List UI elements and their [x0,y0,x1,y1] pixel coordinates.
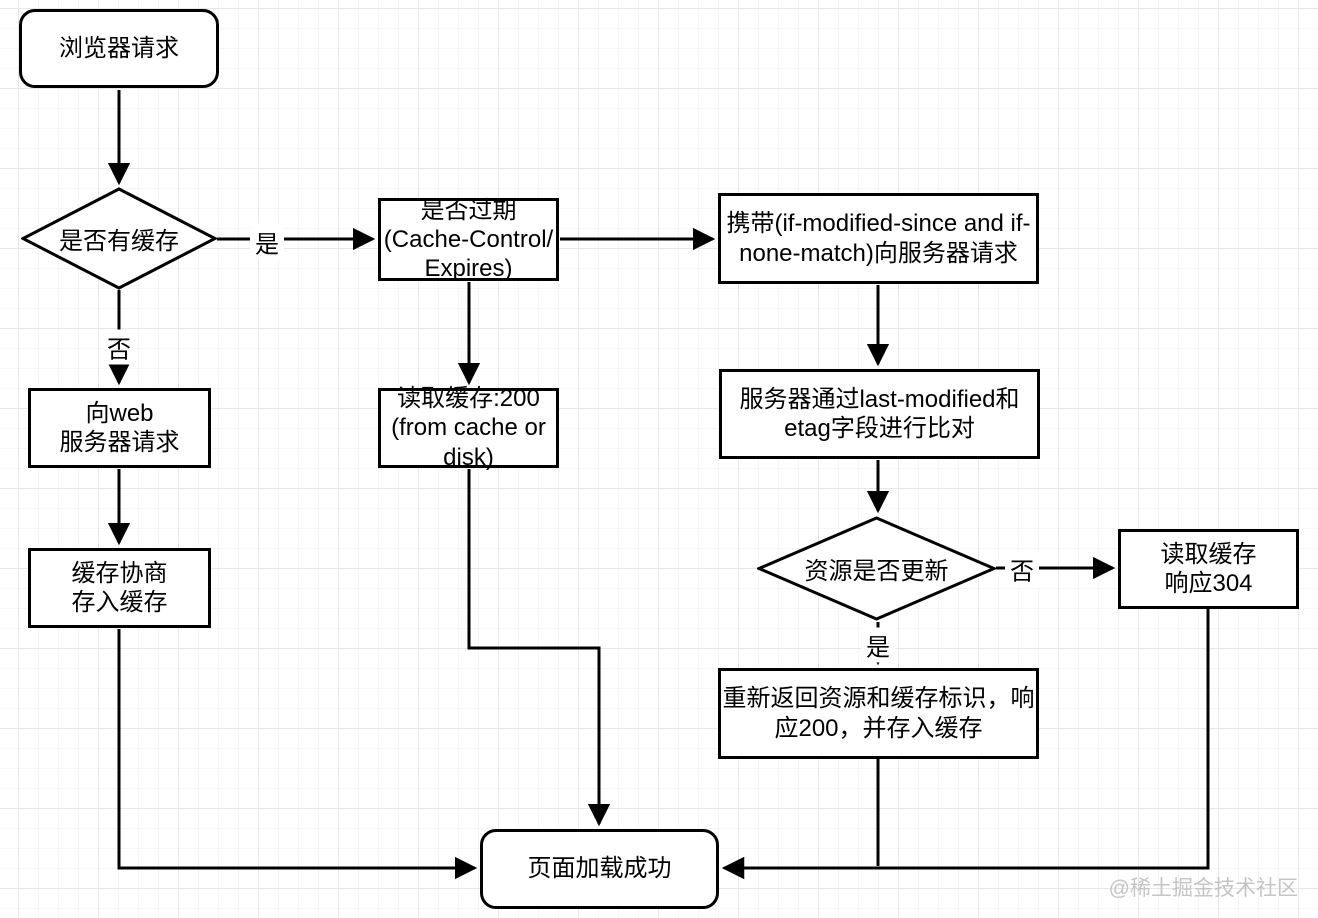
edge-label-yes-has-cache: 是 [250,224,284,260]
decision-has-cache-label: 是否有缓存 [59,228,179,255]
node-cache-negotiate: 缓存协商 存入缓存 [28,548,211,628]
node-read-cache-304: 读取缓存 响应304 [1118,529,1299,609]
diamond-shape [757,516,996,621]
edge-label-no-resource-updated: 否 [1005,551,1039,587]
diamond-shape [21,187,217,290]
edge-readcache200-to-success [467,469,611,827]
edge-304-to-success [721,609,1210,880]
decision-resource-updated-label: 资源是否更新 [804,558,949,585]
node-page-load-success: 页面加载成功 [480,829,719,909]
decision-has-cache: 是否有缓存 [21,187,217,290]
edge-label-no-has-cache: 否 [102,329,136,365]
node-read-cache-200: 读取缓存:200 (from cache or disk) [378,385,559,471]
watermark-text: @稀土掘金技术社区 [1108,877,1298,900]
node-browser-request: 浏览器请求 [19,9,219,88]
node-request-with-headers: 携带(if-modified-since and if- none-match)… [718,193,1039,284]
edge-label-yes-resource-updated: 是 [861,627,895,663]
node-return-resource-200: 重新返回资源和缓存标识，响 应200，并存入缓存 [718,668,1039,759]
node-server-compare: 服务器通过last-modified和 etag字段进行比对 [719,369,1040,459]
node-request-web-server: 向web 服务器请求 [28,388,211,468]
node-is-expired: 是否过期 (Cache-Control/ Expires) [378,197,559,282]
decision-resource-updated: 资源是否更新 [757,516,996,621]
edge-negotiate-to-success [117,629,478,880]
